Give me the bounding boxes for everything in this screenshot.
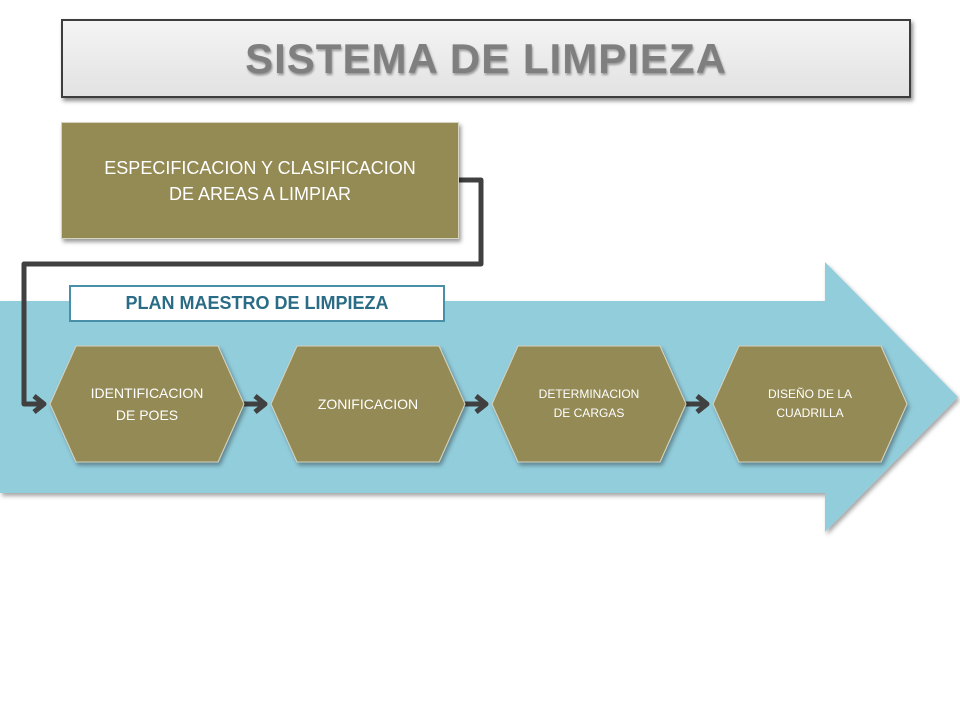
plan-label: PLAN MAESTRO DE LIMPIEZA bbox=[125, 293, 389, 313]
step-hexagon-4 bbox=[712, 345, 908, 463]
connector-line bbox=[21, 177, 484, 407]
plan-label-box: PLAN MAESTRO DE LIMPIEZA bbox=[69, 285, 445, 322]
step-hexagon-3 bbox=[491, 345, 687, 463]
step-hexagon-2 bbox=[270, 345, 466, 463]
step-label-4: DISEÑO DE LA CUADRILLA bbox=[725, 372, 895, 436]
step-label-3: DETERMINACION DE CARGAS bbox=[504, 372, 674, 436]
spec-line-2: DE AREAS A LIMPIAR bbox=[168, 183, 352, 204]
step-3-line-2: DE CARGAS bbox=[553, 406, 625, 420]
step-3-line-1: DETERMINACION bbox=[538, 387, 640, 401]
step-2-line-1: ZONIFICACION bbox=[317, 396, 419, 412]
title-banner: SISTEMA DE LIMPIEZA bbox=[61, 19, 911, 98]
step-4-line-2: CUADRILLA bbox=[776, 406, 844, 420]
step-1-line-1: IDENTIFICACION bbox=[90, 385, 204, 401]
step-arrow bbox=[463, 394, 489, 414]
step-arrow bbox=[684, 394, 710, 414]
step-4-line-1: DISEÑO DE LA bbox=[767, 387, 853, 401]
connector-arrowhead bbox=[32, 394, 47, 414]
step-arrow bbox=[242, 394, 268, 414]
step-1-line-2: DE POES bbox=[115, 407, 179, 423]
step-label-2: ZONIFICACION bbox=[283, 372, 453, 436]
step-hexagon-1 bbox=[49, 345, 245, 463]
step-label-1: IDENTIFICACION DE POES bbox=[62, 372, 232, 436]
spec-box-text: ESPECIFICACION Y CLASIFICACION DE AREAS … bbox=[80, 155, 440, 207]
spec-box: ESPECIFICACION Y CLASIFICACION DE AREAS … bbox=[61, 122, 459, 239]
spec-line-1: ESPECIFICACION Y CLASIFICACION bbox=[104, 157, 416, 178]
page-title: SISTEMA DE LIMPIEZA bbox=[245, 34, 727, 82]
